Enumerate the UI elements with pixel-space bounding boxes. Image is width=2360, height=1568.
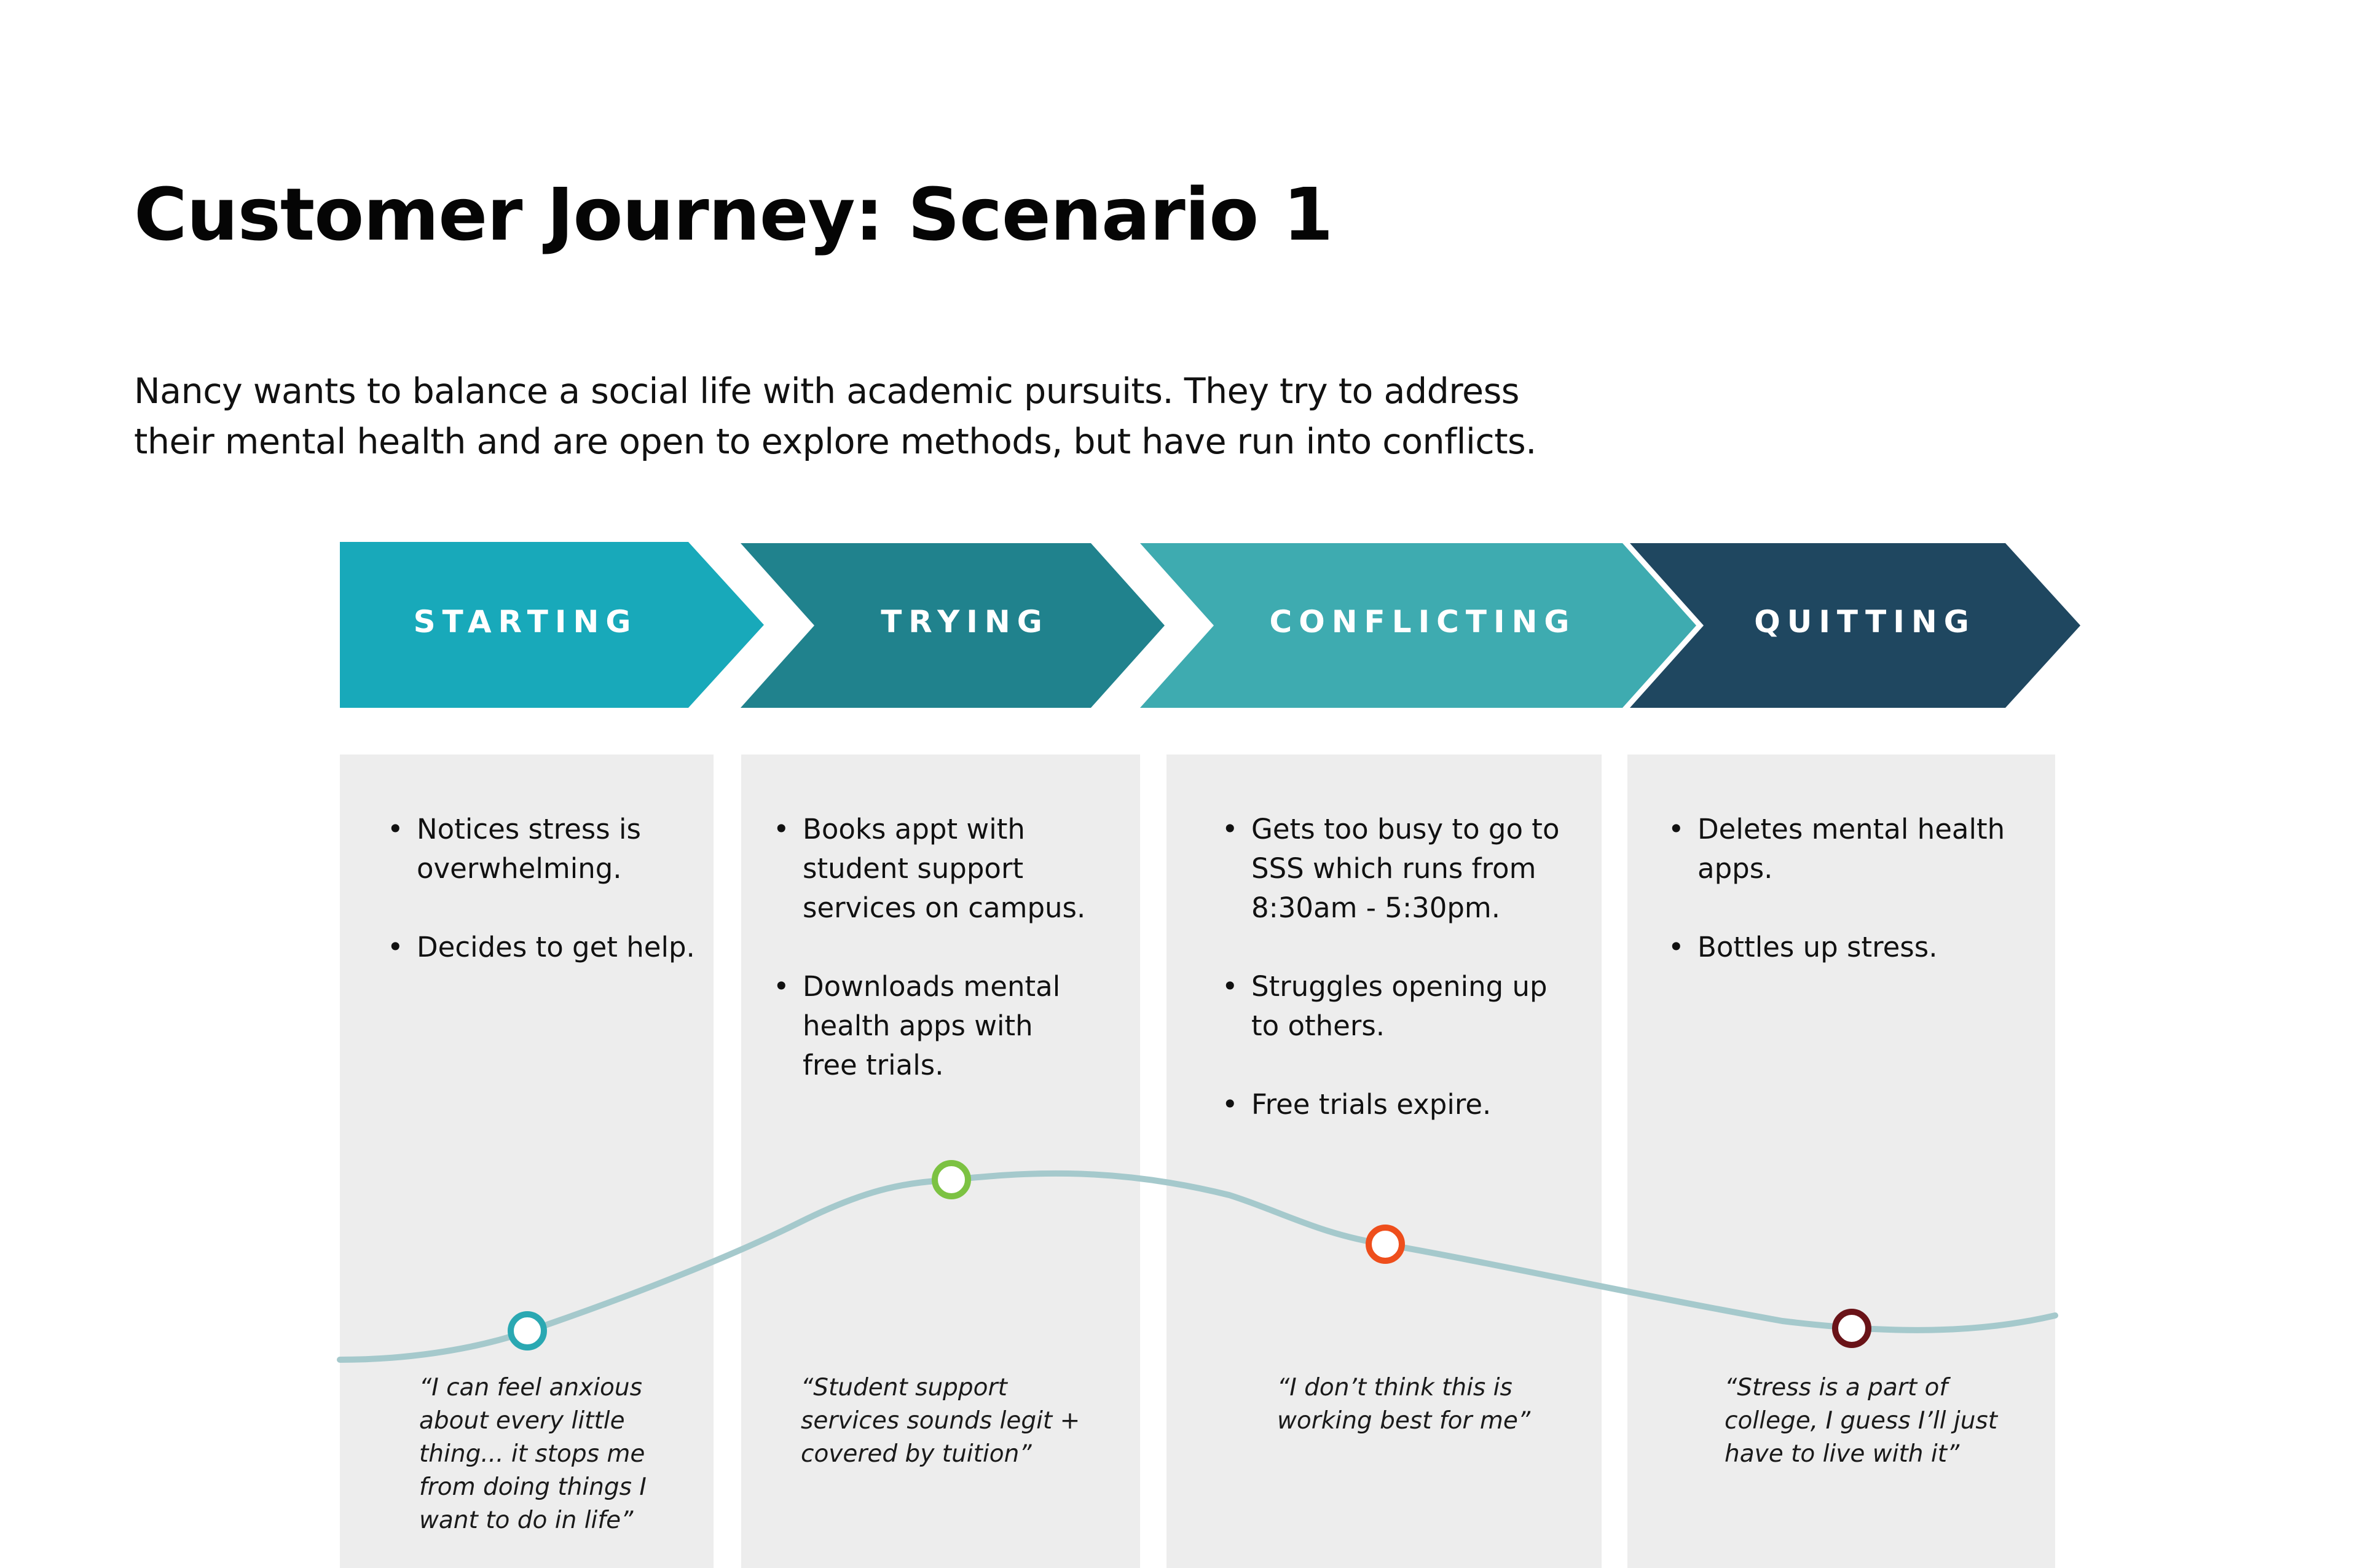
stage-bullets-trying: Books appt with student support services… [773, 810, 1093, 1124]
bullet-item: Decides to get help. [387, 928, 707, 967]
bullet-item: Struggles opening up to others. [1222, 967, 1566, 1046]
stage-label-trying: TRYING [881, 604, 1049, 640]
bullet-item: Bottles up stress. [1668, 928, 2031, 967]
stage-bullets-starting: Notices stress is overwhelming. Decides … [387, 810, 707, 1006]
bullet-item: Gets too busy to go to SSS which runs fr… [1222, 810, 1566, 928]
stage-panel-quitting [1627, 755, 2055, 1568]
stage-quote-conflicting: “I don’t think this is working best for … [1277, 1374, 1531, 1435]
page-title: Customer Journey: Scenario 1 [134, 172, 1333, 257]
stage-chevron-conflicting [1140, 543, 1696, 708]
journey-marker-conflicting [1366, 1225, 1405, 1264]
journey-marker-quitting [1832, 1309, 1871, 1348]
stage-bullets-quitting: Deletes mental health apps. Bottles up s… [1668, 810, 2031, 1006]
stage-chevron-trying [741, 543, 1165, 708]
scenario-description-line-2: their mental health and are open to expl… [134, 421, 1536, 462]
stage-quote-starting: “I can feel anxious about every little t… [419, 1374, 647, 1534]
bullet-item: Notices stress is overwhelming. [387, 810, 707, 888]
journey-marker-trying [932, 1160, 971, 1199]
scenario-description-line-1: Nancy wants to balance a social life wit… [134, 371, 1519, 412]
journey-emotion-curve [337, 1170, 2058, 1363]
stage-label-conflicting: CONFLICTING [1269, 604, 1576, 640]
journey-marker-starting [508, 1311, 547, 1350]
bullet-item: Deletes mental health apps. [1668, 810, 2031, 888]
stage-panel-starting [340, 755, 714, 1568]
stage-quote-quitting: “Stress is a part of college, I guess I’… [1725, 1374, 1998, 1468]
bullet-item: Free trials expire. [1222, 1085, 1566, 1124]
stage-label-quitting: QUITTING [1754, 604, 1976, 640]
bullet-item: Books appt with student support services… [773, 810, 1093, 928]
stage-chevron-starting [340, 542, 764, 708]
stage-chevron-quitting [1630, 543, 2080, 708]
bullet-item: Downloads mental health apps with free t… [773, 967, 1093, 1085]
stage-quote-trying: “Student support services sounds legit +… [801, 1374, 1080, 1468]
stage-bullets-conflicting: Gets too busy to go to SSS which runs fr… [1222, 810, 1566, 1164]
scenario-description: Nancy wants to balance a social life wit… [134, 366, 1732, 467]
stage-label-starting: STARTING [413, 604, 638, 640]
